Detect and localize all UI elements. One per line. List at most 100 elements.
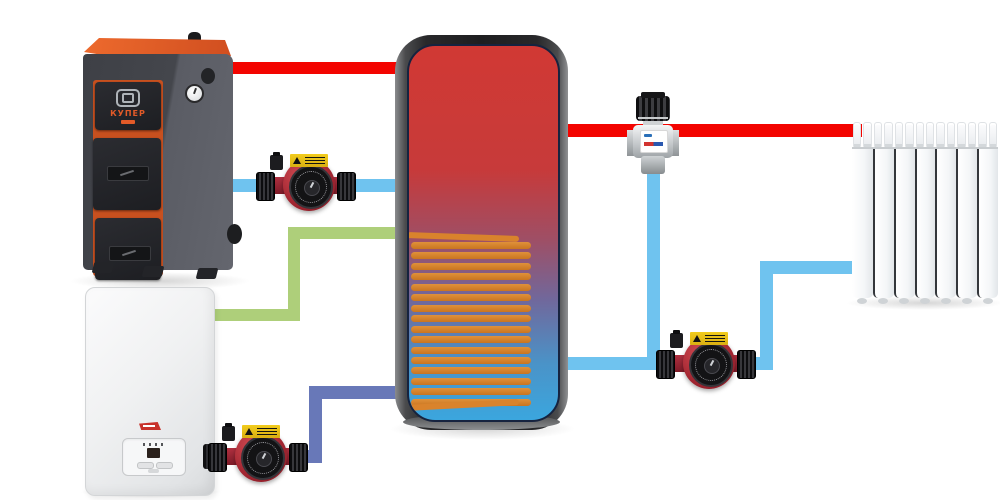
electric-boiler-control-panel [122, 438, 186, 476]
boiler-brand-label: КУПЕР [110, 108, 146, 118]
coil-turn [411, 252, 531, 260]
valve-neck [643, 121, 663, 126]
radiator-section [914, 120, 936, 306]
electric-boiler-logo-icon [139, 422, 161, 430]
boiler-body: КУПЕР [83, 54, 242, 280]
radiator-fin [863, 122, 872, 147]
tank-stratified-water [407, 44, 560, 422]
radiator-section-foot [873, 298, 894, 306]
radiator-fin [926, 122, 935, 147]
pipe-electric-supply [288, 227, 406, 239]
coil-turn [411, 283, 531, 291]
radiator-section [977, 120, 999, 306]
boiler-foot [141, 266, 165, 277]
radiator-fin [873, 122, 883, 147]
pipe-radiator-return [760, 261, 860, 274]
radiator-section-foot [977, 298, 998, 306]
panel-button [137, 462, 154, 469]
panel-display [147, 448, 160, 458]
pump-radiator-circuit [656, 330, 756, 395]
solid-fuel-boiler: КУПЕР [75, 32, 242, 284]
coil-turn [411, 388, 531, 396]
radiator-fin [894, 122, 904, 147]
thermometer-gauge-icon [185, 84, 204, 103]
radiator-section-header [977, 120, 999, 149]
pump-union-nut [656, 350, 675, 379]
coil-turn [411, 377, 531, 385]
pump-boiler-circuit [256, 152, 356, 217]
radiator-section-body [914, 149, 936, 298]
radiator-section-header [935, 120, 957, 149]
coil-inlet-bend [409, 232, 520, 242]
radiator-section-body [872, 149, 894, 298]
boiler-ash-door [95, 218, 161, 280]
pump-faceplate [241, 436, 285, 480]
pump-union-nut [737, 350, 756, 379]
pump-terminal-box [222, 423, 235, 441]
radiator-fin [967, 122, 977, 147]
pump-electric-circuit [208, 423, 308, 488]
pipe-electric-supply [205, 309, 300, 321]
panel-buttons [143, 443, 167, 446]
coil-turn [411, 356, 531, 364]
valve-right-port [670, 130, 679, 156]
radiator-fin [946, 122, 956, 147]
heat-exchanger-coil [411, 242, 531, 406]
pipe-radiator-return [760, 261, 773, 370]
pump-union-nut [256, 172, 275, 201]
radiator-section-header [956, 120, 978, 149]
radiator-section-header [852, 120, 873, 149]
radiator-section [893, 120, 915, 306]
radiator-section-body [977, 149, 999, 298]
pipe-boiler-supply [230, 62, 406, 74]
boiler-brand-badge [121, 119, 135, 124]
coil-turn [411, 262, 531, 270]
radiator-section-header [914, 120, 936, 149]
pipe-valve-mix [647, 158, 660, 364]
coil-turn [411, 315, 531, 323]
boiler-side-knob [227, 224, 242, 244]
pump-warning-sticker-icon [242, 425, 280, 438]
pipe-electric-return [309, 386, 405, 399]
panel-button [156, 462, 173, 469]
valve-temperature-stripe [644, 142, 663, 146]
valve-adjust-knob [636, 92, 670, 121]
buffer-tank [395, 35, 568, 430]
radiator-section [872, 120, 894, 306]
boiler-foot [91, 262, 115, 273]
radiator-section-foot [852, 298, 873, 306]
radiator-section [852, 120, 873, 306]
pump-speed-dial [304, 180, 320, 196]
valve-left-port [627, 130, 636, 156]
radiator-section-foot [956, 298, 977, 306]
thermostatic-mixing-valve [627, 92, 679, 176]
coil-turn [411, 304, 531, 312]
boiler-outlet-port [201, 68, 215, 84]
radiator-section [935, 120, 957, 306]
valve-label [640, 130, 668, 153]
pump-faceplate [289, 165, 333, 209]
electric-boiler [85, 287, 226, 496]
boiler-brand-logo-icon [116, 88, 140, 107]
radiator-section-body [893, 149, 915, 298]
radiator-fin [957, 122, 966, 147]
radiator [852, 120, 999, 306]
radiator-section-body [956, 149, 978, 298]
boiler-upper-door: КУПЕР [95, 82, 161, 130]
pipe-electric-return [309, 386, 322, 463]
radiator-section-body [935, 149, 957, 298]
pump-faceplate [689, 343, 733, 387]
radiator-section-header [893, 120, 915, 149]
radiator-fin [905, 122, 914, 147]
radiator-fin [978, 122, 987, 147]
radiator-fin [936, 122, 945, 147]
valve-body [633, 125, 673, 158]
pump-speed-dial [704, 358, 720, 374]
coil-turn [411, 325, 531, 333]
boiler-foot [195, 268, 219, 279]
panel-button [148, 469, 159, 473]
coil-turn [411, 367, 531, 375]
pump-terminal-box [670, 330, 683, 348]
pipe-electric-supply [288, 227, 300, 321]
